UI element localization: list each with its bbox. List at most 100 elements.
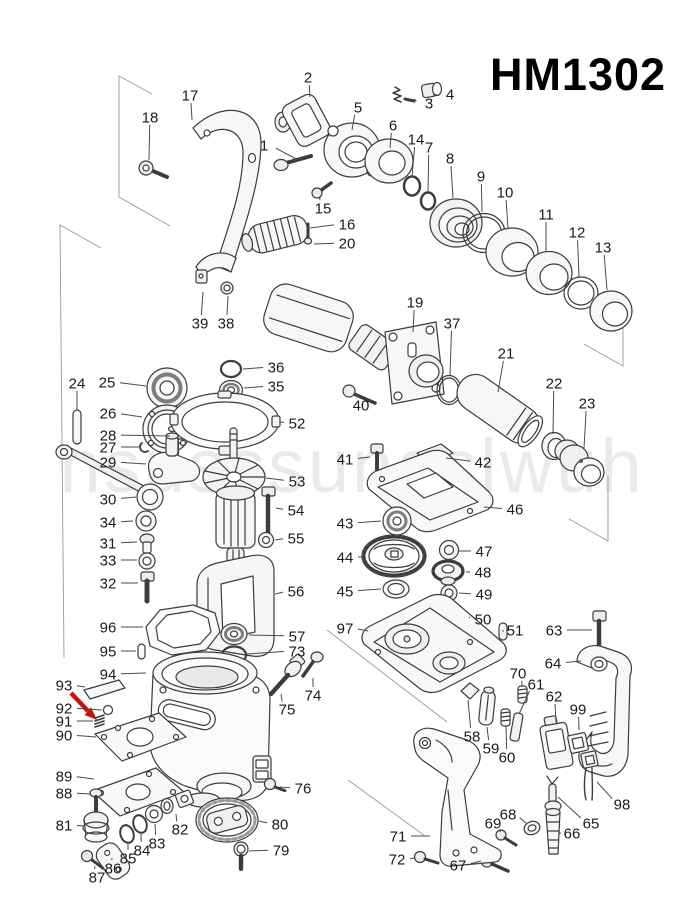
part-6-washer xyxy=(364,138,414,184)
part-45-ring xyxy=(382,579,410,599)
leader-line-98 xyxy=(596,781,613,800)
part-label-1: 1 xyxy=(260,138,268,155)
leader-line-37 xyxy=(449,330,452,376)
part-label-32: 32 xyxy=(100,576,117,593)
part-label-58: 58 xyxy=(464,729,481,746)
leader-line-92 xyxy=(76,707,103,711)
part-51-pin xyxy=(498,622,508,641)
leader-line-56 xyxy=(274,591,284,595)
part-label-97: 97 xyxy=(337,621,354,638)
leader-line-30 xyxy=(120,496,137,499)
leader-line-18 xyxy=(148,124,151,161)
part-label-51: 51 xyxy=(507,623,524,640)
part-83-bushing xyxy=(144,804,164,824)
part-label-10: 10 xyxy=(497,185,514,202)
part-label-41: 41 xyxy=(337,452,354,469)
part-93-plate xyxy=(83,679,126,700)
leader-line-83 xyxy=(154,823,157,836)
leader-line-59 xyxy=(486,726,490,741)
part-label-16: 16 xyxy=(339,217,356,234)
part-label-88: 88 xyxy=(56,786,73,803)
leader-line-72 xyxy=(409,857,416,860)
part-18-screw xyxy=(138,160,169,179)
part-label-9: 9 xyxy=(477,169,485,186)
parts-artwork xyxy=(55,81,633,880)
part-90-gasket xyxy=(94,712,187,762)
part-79-screw xyxy=(233,841,249,873)
leader-line-3 xyxy=(413,98,417,102)
part-24-pin xyxy=(72,409,82,445)
leader-line-21 xyxy=(497,360,504,393)
part-label-64: 64 xyxy=(545,656,562,673)
part-label-46: 46 xyxy=(507,502,524,519)
part-31-bolt xyxy=(139,533,155,554)
part-label-17: 17 xyxy=(182,88,199,105)
model-title: HM1302 xyxy=(490,49,666,100)
leader-line-14 xyxy=(411,146,416,178)
part-59-lever xyxy=(478,686,496,726)
part-label-44: 44 xyxy=(337,550,354,567)
part-97-gear-housing-cover xyxy=(361,593,507,694)
leader-line-26 xyxy=(120,413,143,418)
leader-line-19 xyxy=(412,309,415,333)
part-86-cover-plate xyxy=(95,842,131,880)
part-label-92: 92 xyxy=(56,701,73,718)
part-label-19: 19 xyxy=(407,295,424,312)
part-94-crank-housing xyxy=(149,651,272,808)
part-36-o-ring xyxy=(219,359,243,379)
leader-line-1 xyxy=(275,147,299,161)
leader-line-13 xyxy=(603,254,608,291)
leader-line-64 xyxy=(565,660,582,663)
part-label-43: 43 xyxy=(337,516,354,533)
leader-line-50 xyxy=(468,616,471,619)
part-label-37: 37 xyxy=(444,316,461,333)
part-60-spring xyxy=(500,708,511,727)
leader-line-12 xyxy=(577,239,580,278)
part-label-2: 2 xyxy=(304,70,312,87)
part-label-65: 65 xyxy=(583,816,600,833)
part-61-plate xyxy=(509,712,524,742)
leader-line-97 xyxy=(357,628,369,632)
leader-line-35 xyxy=(243,386,264,389)
part-label-79: 79 xyxy=(273,843,290,860)
part-label-4: 4 xyxy=(446,87,454,104)
part-label-23: 23 xyxy=(579,396,596,413)
part-44-gear xyxy=(361,534,427,578)
leader-line-7 xyxy=(427,154,430,193)
part-label-39: 39 xyxy=(192,316,209,333)
leader-line-67 xyxy=(470,860,482,865)
part-label-49: 49 xyxy=(476,587,493,604)
part-label-62: 62 xyxy=(546,689,563,706)
part-label-84: 84 xyxy=(134,843,151,860)
part-label-80: 80 xyxy=(272,817,289,834)
leader-line-4 xyxy=(432,94,438,96)
leader-line-9 xyxy=(480,183,483,213)
part-label-63: 63 xyxy=(546,623,563,640)
part-label-54: 54 xyxy=(288,503,305,520)
leader-line-93 xyxy=(76,685,86,688)
part-7-o-ring xyxy=(419,191,437,211)
part-68-cord-clip xyxy=(523,820,541,836)
part-11-cylinder-ring xyxy=(525,250,573,296)
part-label-89: 89 xyxy=(56,769,73,786)
leader-line-88 xyxy=(76,792,91,795)
leader-line-43 xyxy=(357,520,382,524)
part-2-clamp xyxy=(274,93,331,147)
part-label-83: 83 xyxy=(149,836,166,853)
leader-line-10 xyxy=(505,199,509,229)
part-label-59: 59 xyxy=(483,741,500,758)
part-label-57: 57 xyxy=(289,629,306,646)
part-48-bevel-gear xyxy=(431,559,465,586)
part-23-tool-holder xyxy=(554,439,605,487)
part-39-bracket xyxy=(195,252,237,284)
part-label-52: 52 xyxy=(289,416,306,433)
leader-line-45 xyxy=(357,588,382,592)
part-label-55: 55 xyxy=(288,531,305,548)
part-label-28: 28 xyxy=(100,428,117,445)
part-label-22: 22 xyxy=(546,376,563,393)
leader-line-94 xyxy=(120,672,147,675)
part-3-spring-screw xyxy=(392,86,416,103)
leader-line-8 xyxy=(450,165,454,199)
part-82-valve xyxy=(160,789,194,815)
